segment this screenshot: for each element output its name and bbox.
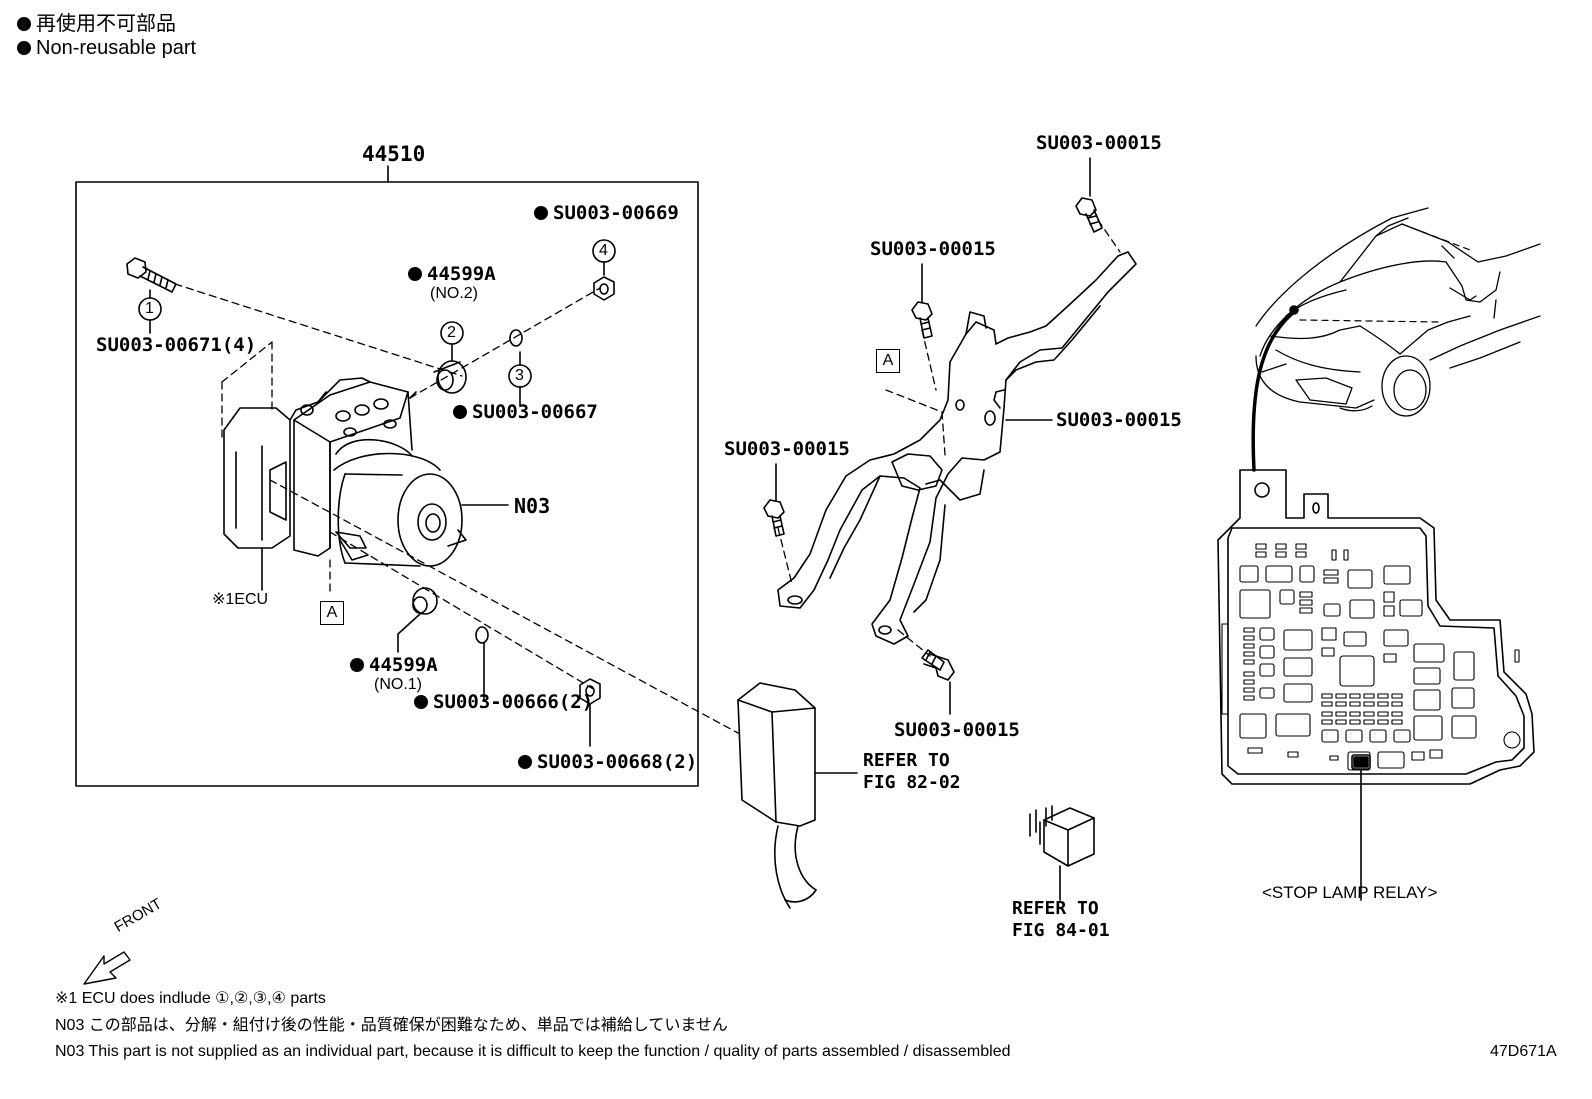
legend-line-1: 再使用不可部品 (17, 14, 176, 34)
car-drawing (1256, 208, 1540, 416)
callout-1: 1 (145, 300, 154, 317)
legend-text-jp: 再使用不可部品 (36, 13, 176, 35)
part-label-bracket-bolt-left[interactable]: SU003-00015 (724, 438, 850, 460)
ecu-label: ※1ECU (212, 591, 269, 608)
figure-id: 47D671A (1490, 1043, 1557, 1060)
note-ecu-includes: ※1 ECU does indlude ①,②,③,④ parts (55, 990, 326, 1007)
part-label-washer[interactable]: SU003-00666(2) (414, 693, 593, 712)
part-sub-no1: (NO.1) (374, 676, 422, 693)
part-label-bracket-bolt-top[interactable]: SU003-00015 (1036, 132, 1162, 154)
front-arrow (84, 952, 130, 984)
refer-to-fig-82-02-line2[interactable]: FIG 82-02 (863, 772, 961, 793)
non-reusable-dot-icon (414, 695, 428, 709)
part-label-grommet-no1[interactable]: 44599A (350, 656, 438, 675)
non-reusable-dot-icon (408, 267, 422, 281)
part-label-p4-nut[interactable]: SU003-00669 (534, 204, 679, 223)
part-label-p2-grommet[interactable]: 44599A (408, 265, 496, 284)
note-n03-jp: N03 この部品は、分解・組付け後の性能・品質確保が困難なため、単品では補給して… (55, 1017, 728, 1034)
refer-to-fig-84-01-line2[interactable]: FIG 84-01 (1012, 920, 1110, 941)
part-label-n03[interactable]: N03 (514, 494, 551, 518)
part-label-p3-washer[interactable]: SU003-00667 (453, 403, 598, 422)
harness-connector-drawing (738, 683, 816, 908)
non-reusable-dot-icon (453, 405, 467, 419)
fuse-box-cells (1222, 544, 1520, 770)
note-n03-en: N03 This part is not supplied as an indi… (55, 1043, 1011, 1060)
refer-to-fig-82-02-line1[interactable]: REFER TO (863, 750, 950, 771)
legend-text-en: Non-reusable part (36, 37, 197, 59)
relay-drawing (1030, 806, 1094, 866)
fuse-box-drawing (1218, 470, 1534, 784)
part-label-bracket-bolt-bottom[interactable]: SU003-00015 (894, 719, 1020, 741)
callout-4: 4 (599, 242, 608, 259)
legend-line-2: Non-reusable part (17, 38, 196, 58)
non-reusable-dot-icon (518, 755, 532, 769)
callout-3: 3 (515, 367, 524, 384)
assembly-number[interactable]: 44510 (362, 142, 426, 166)
non-reusable-dot-icon (17, 17, 31, 31)
callout-2: 2 (447, 324, 456, 341)
non-reusable-dot-icon (350, 658, 364, 672)
ref-box-a-bracket: A (876, 349, 900, 373)
bolt-1-drawing (127, 258, 176, 292)
abs-actuator-drawing (224, 378, 466, 566)
bracket-drawing (778, 252, 1136, 644)
part-label-p1-bolt[interactable]: SU003-00671(4) (96, 334, 257, 356)
non-reusable-dot-icon (534, 206, 548, 220)
ref-box-a-actuator: A (320, 601, 344, 625)
part-label-nut[interactable]: SU003-00668(2) (518, 753, 697, 772)
part-label-bracket-bolt-right[interactable]: SU003-00015 (1056, 409, 1182, 431)
non-reusable-dot-icon (17, 41, 31, 55)
assembly-frame (76, 182, 698, 786)
part-sub-no2: (NO.2) (430, 285, 478, 302)
part-label-bracket-bolt-upper-left[interactable]: SU003-00015 (870, 238, 996, 260)
stop-lamp-relay-label[interactable]: <STOP LAMP RELAY> (1262, 883, 1438, 902)
bracket-bolts (764, 198, 1102, 680)
refer-to-fig-84-01-line1[interactable]: REFER TO (1012, 898, 1099, 919)
